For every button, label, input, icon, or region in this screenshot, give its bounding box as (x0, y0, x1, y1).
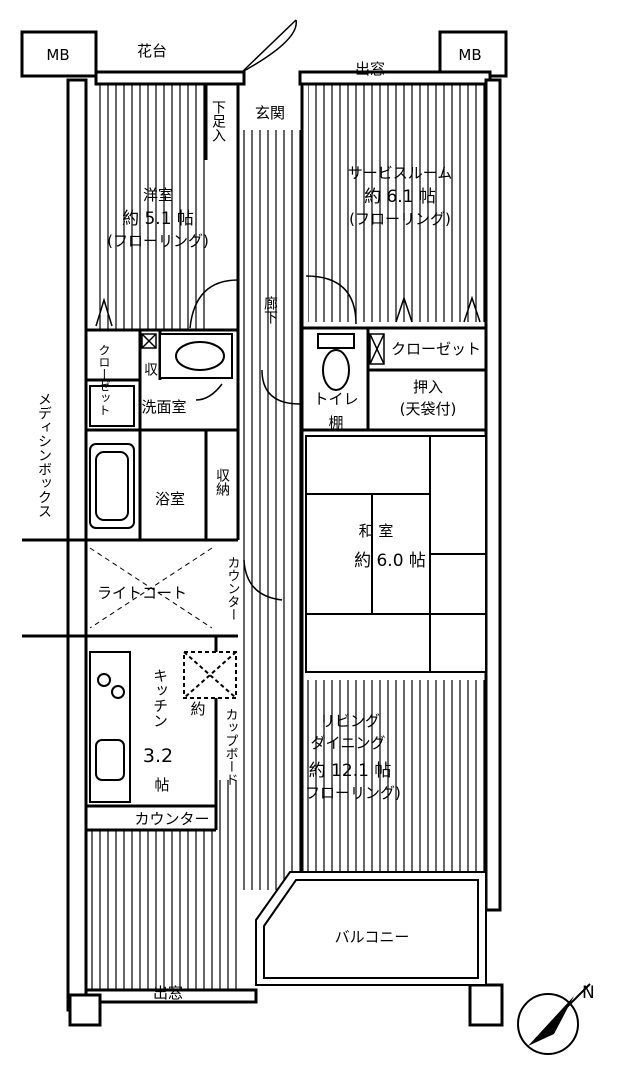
label-closet-left: クローゼット (97, 344, 111, 416)
label-living-floor: (フローリング) (299, 784, 401, 802)
flooring-hatch (90, 82, 486, 990)
label-cupboard: カップボード (223, 708, 238, 786)
label-kitchen-size-pre: 約 (190, 700, 205, 718)
closet-markers (95, 295, 481, 365)
label-toilet: トイレ (313, 390, 358, 408)
label-service-floor: (フローリング) (349, 210, 451, 228)
vertical-labels: 下足入 廊下 クローゼット 収 メディシンボックス 収納 カウンター キッチン … (36, 100, 278, 786)
label-compass: N (582, 983, 595, 1003)
label-oshiire: 押入 (413, 378, 443, 396)
label-kitchen-unit: 帖 (154, 776, 169, 794)
label-yokushitsu: 浴室 (155, 490, 185, 508)
washbasin (159, 333, 233, 379)
door-swings (189, 19, 357, 601)
label-mb-left: MB (46, 46, 69, 64)
label-living-size: 約 12.1 帖 (309, 761, 392, 781)
label-yoshitsu-name: 洋室 (143, 186, 173, 204)
light-court-x (89, 547, 213, 629)
label-living-name1: リビング (320, 712, 380, 730)
label-balcony: バルコニー (335, 928, 410, 946)
label-shuno: 収納 (214, 468, 230, 497)
label-counter-vertical: カウンター (225, 556, 240, 621)
label-closet-right: クローゼット (391, 340, 481, 358)
compass (517, 983, 591, 1055)
label-genkan: 玄関 (255, 104, 285, 122)
balcony-area (255, 871, 487, 986)
label-rouka: 廊下 (262, 295, 278, 324)
label-service-size: 約 6.1 帖 (364, 187, 436, 207)
label-service-name: サービスルーム (348, 164, 453, 182)
label-yoshitsu-size: 約 5.1 帖 (122, 209, 194, 229)
label-tenbukuro: (天袋付) (400, 400, 457, 418)
label-kitchen-size: 3.2 (143, 745, 173, 767)
label-demado-top: 出窓 (355, 60, 385, 78)
interior-walls (22, 84, 486, 880)
labels: MB MB 花台 出窓 玄関 洋室 約 5.1 帖 (フローリング) サービスル… (46, 42, 594, 1003)
label-mb-right: MB (458, 46, 481, 64)
toilet-fixture (317, 333, 355, 391)
label-hanadai: 花台 (137, 42, 167, 60)
label-washitsu-name: 和 室 (359, 522, 394, 540)
kitchen-fixtures (89, 651, 237, 803)
label-light-court: ライトコート (97, 584, 187, 602)
label-counter-horizontal: カウンター (134, 810, 209, 828)
label-shuno-small: 収 (142, 362, 158, 376)
label-kitchen-name: キッチン (151, 668, 169, 728)
walls (20, 30, 508, 1027)
label-senmenshitsu: 洗面室 (141, 398, 186, 416)
label-medicine-box: メディシンボックス (36, 392, 52, 518)
label-washitsu-size: 約 6.0 帖 (354, 551, 426, 571)
washitsu-tatami (305, 435, 487, 673)
bath-fixture (89, 385, 135, 529)
label-dana: 棚 (328, 414, 343, 432)
label-yoshitsu-floor: (フローリング) (107, 232, 209, 250)
label-shitabakoiri: 下足入 (210, 100, 226, 142)
label-demado-bottom: 出窓 (153, 984, 183, 1002)
label-living-name2: ダイニング (310, 734, 385, 752)
